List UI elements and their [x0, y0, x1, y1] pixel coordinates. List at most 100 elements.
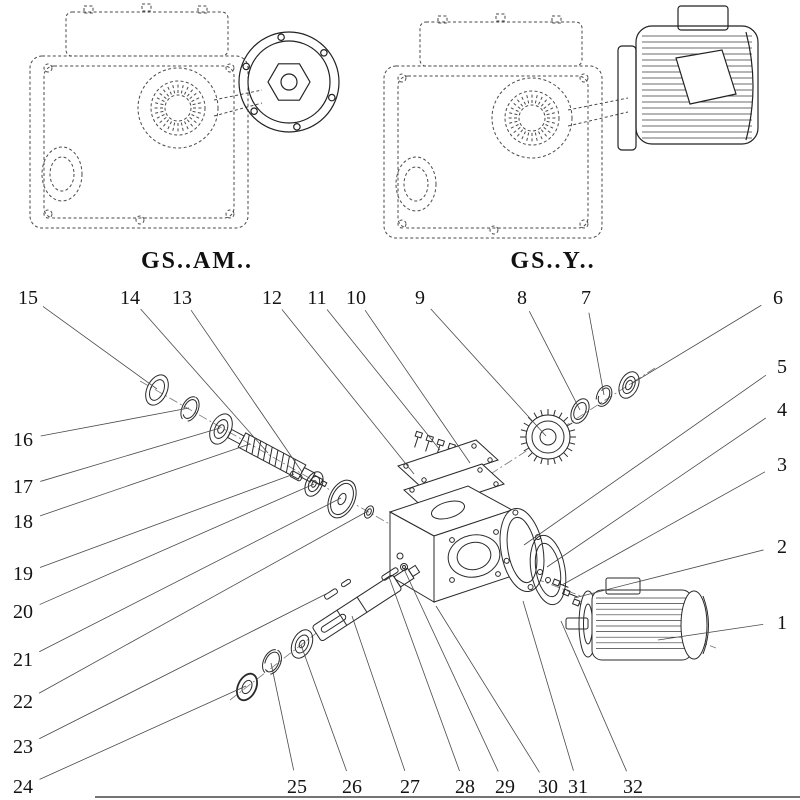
variant-label-gs-am: GS..AM.. [141, 248, 253, 274]
exploded-view [139, 367, 717, 702]
output-gear [520, 409, 576, 465]
motor-exploded-fins [596, 597, 686, 649]
worm-key [289, 470, 303, 482]
shaft-screw [400, 563, 408, 571]
callout-number-7: 7 [581, 287, 591, 309]
callout-leader-21 [39, 497, 342, 653]
gearbox-motor-drawing [383, 5, 759, 239]
callout-number-4: 4 [777, 399, 787, 421]
callout-number-29: 29 [495, 776, 515, 798]
callout-number-23: 23 [13, 736, 33, 758]
callout-number-5: 5 [777, 356, 787, 378]
callout-leader-10 [364, 309, 471, 464]
gear-spacer-ring [570, 398, 590, 424]
callout-number-8: 8 [517, 287, 527, 309]
callout-leader-22 [38, 510, 369, 694]
callout-leader-25 [270, 662, 295, 771]
callout-leader-3 [561, 471, 766, 586]
callout-number-6: 6 [773, 287, 783, 309]
callout-number-14: 14 [120, 287, 140, 309]
gear-housing [388, 485, 514, 603]
callout-leader-24 [39, 685, 247, 780]
callout-leader-5 [523, 374, 767, 546]
callout-leader-23 [39, 591, 331, 740]
callout-leader-26 [300, 644, 347, 772]
side-cover-gasket [529, 534, 567, 606]
output-circlip [262, 649, 282, 675]
callout-number-22: 22 [13, 691, 33, 713]
callout-leader-28 [388, 576, 460, 772]
callout-leader-27 [351, 615, 406, 771]
worm-gear-disc [327, 479, 357, 519]
gear-circlip [595, 385, 613, 407]
callout-number-16: 16 [13, 429, 33, 451]
callout-number-11: 11 [307, 287, 326, 309]
callout-number-27: 27 [400, 776, 420, 798]
callout-number-1: 1 [777, 612, 787, 634]
input-bearing [209, 413, 233, 445]
output-bearing [290, 629, 314, 659]
gear-seal-ring [618, 371, 640, 399]
motor-exploded [565, 577, 709, 661]
gear-face-hatch [153, 83, 203, 133]
callout-number-15: 15 [18, 287, 38, 309]
callout-leader-12 [281, 309, 415, 475]
callout-leader-1 [657, 623, 764, 641]
callout-number-30: 30 [538, 776, 558, 798]
callout-leader-13 [190, 309, 303, 473]
callout-leader-2 [573, 549, 764, 599]
output-shaft [312, 564, 421, 642]
output-flange [238, 31, 340, 133]
motor-drawing [617, 5, 759, 151]
callout-leader-17 [40, 427, 221, 482]
variant-label-gs-y: GS..Y.. [510, 248, 595, 274]
callout-number-12: 12 [262, 287, 282, 309]
callout-leader-11 [326, 309, 441, 451]
callout-leader-9 [430, 308, 547, 437]
callout-number-13: 13 [172, 287, 192, 309]
callout-leader-14 [140, 308, 269, 454]
gear-face-hatch-2 [507, 93, 557, 143]
output-washer [236, 672, 258, 702]
callout-leader-4 [546, 417, 767, 568]
shaft-key [381, 567, 399, 581]
callout-leader-6 [630, 304, 762, 385]
callout-number-20: 20 [13, 601, 33, 623]
callout-leader-16 [40, 407, 190, 437]
callout-leader-32 [560, 620, 627, 772]
callout-number-31: 31 [568, 776, 588, 798]
callout-number-25: 25 [287, 776, 307, 798]
callout-leader-7 [588, 312, 605, 396]
callout-leader-19 [39, 473, 295, 568]
callout-leader-18 [40, 443, 251, 517]
gearbox-flange-drawing [29, 3, 340, 229]
callout-number-19: 19 [13, 563, 33, 585]
top-cover-plate [397, 439, 499, 487]
worm-bearing [304, 471, 324, 497]
input-seal-ring [145, 374, 169, 406]
callout-number-24: 24 [13, 776, 33, 798]
callout-number-17: 17 [13, 476, 33, 498]
callout-leader-30 [435, 605, 540, 773]
gearbox-body-outline-2 [383, 13, 629, 239]
callout-leader-31 [522, 600, 574, 771]
gearbox-body-outline [29, 3, 263, 229]
callout-leader-20 [39, 483, 315, 605]
callout-number-2: 2 [777, 536, 787, 558]
input-circlip [180, 396, 200, 422]
callout-number-10: 10 [346, 287, 366, 309]
callout-number-28: 28 [455, 776, 475, 798]
callout-number-32: 32 [623, 776, 643, 798]
callout-leader-15 [42, 306, 158, 390]
callout-number-18: 18 [13, 511, 33, 533]
shaft-pin-small [340, 578, 352, 588]
side-cover [499, 507, 545, 593]
callout-leader-29 [403, 568, 499, 772]
callout-number-9: 9 [415, 287, 425, 309]
callout-number-26: 26 [342, 776, 362, 798]
callout-number-21: 21 [13, 649, 33, 671]
callout-leader-8 [528, 311, 581, 411]
